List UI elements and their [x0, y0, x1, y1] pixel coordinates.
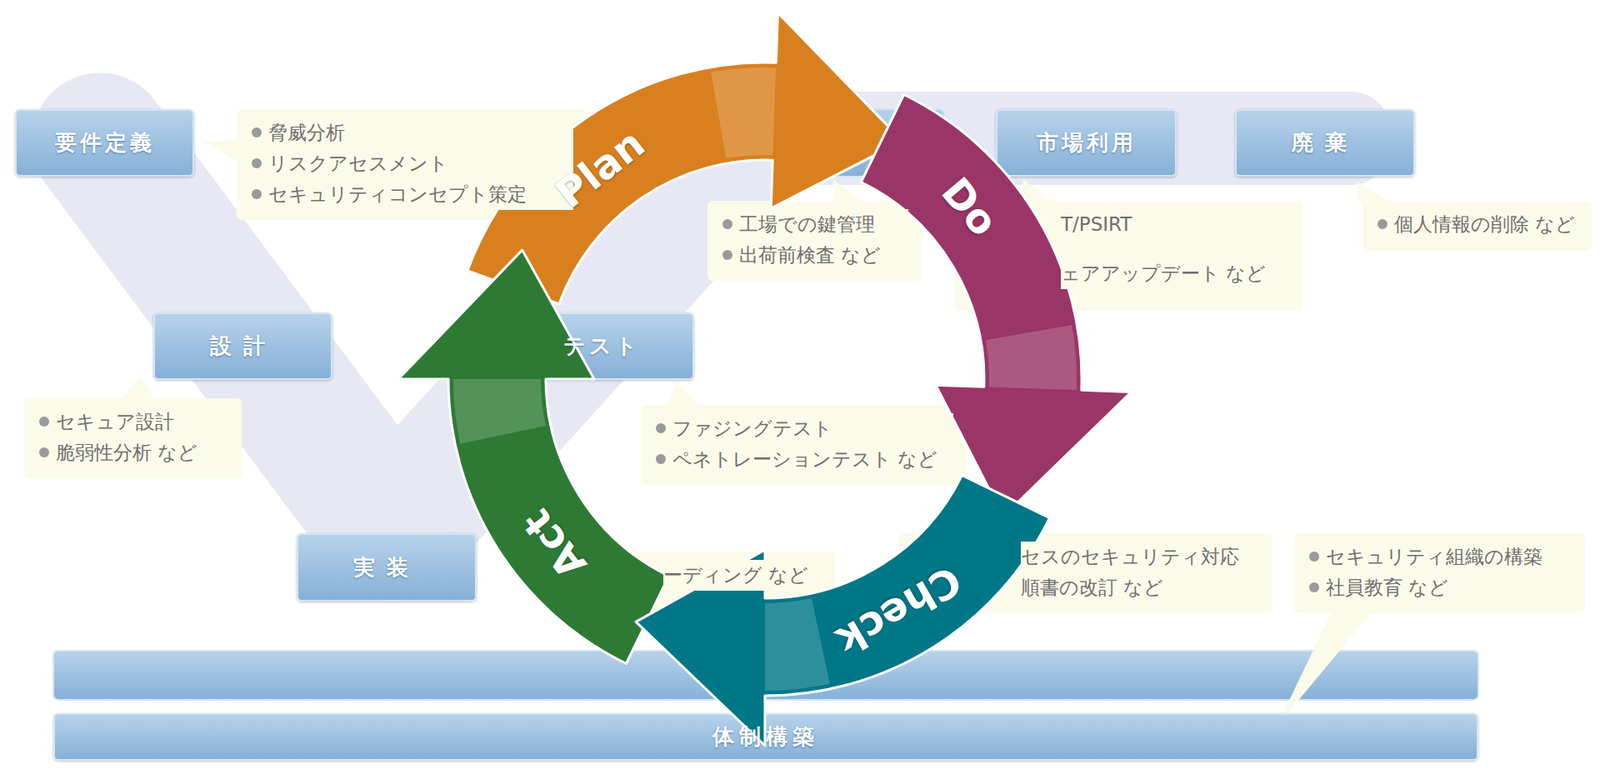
- callout-tail: [666, 381, 700, 407]
- arrow-body: [635, 475, 1050, 746]
- callout-text: 出荷前検査 など: [722, 240, 909, 271]
- phase-box: 設計: [153, 312, 333, 380]
- phase-box: 市場利用: [995, 109, 1177, 177]
- callout-text: 脆弱性分析 など: [39, 437, 229, 469]
- phase-box: 廃棄: [1235, 109, 1415, 177]
- arrow-shape: [395, 246, 673, 668]
- callout-text: ェアアップデート など: [1060, 258, 1290, 290]
- callout-text: 個人情報の削除 など: [1377, 209, 1579, 240]
- phase-label: 要件定義: [55, 128, 155, 158]
- callout-note: 個人情報の削除 など: [1362, 200, 1592, 251]
- callout-tail: [120, 376, 155, 400]
- arrow-shape: [632, 471, 1054, 750]
- callout-text: 工場での鍵管理: [722, 209, 909, 240]
- arrow-body: [860, 95, 1131, 518]
- phase-box: 要件定義: [15, 109, 195, 177]
- callout-note: ファジングテストペネトレーションテスト など: [640, 405, 967, 485]
- arrow-body: [398, 250, 670, 664]
- phase-label: 体制構築: [712, 722, 820, 752]
- callout-text: セキュリティコンセプト策定: [251, 179, 574, 210]
- callout-text: 社員教育 など: [1309, 572, 1572, 604]
- callout-tail: [1276, 608, 1375, 727]
- act-arrow: Act: [395, 246, 673, 668]
- arrow-highlight: [453, 379, 546, 445]
- callout-text: 脅威分析: [251, 117, 574, 149]
- arrow-highlight: [985, 325, 1077, 390]
- callout-text: 順書の改訂 など: [1020, 572, 1260, 604]
- phase-box: 実装: [296, 533, 477, 602]
- callout-text: セキュア設計: [39, 406, 229, 438]
- callout-text: セキュリティ組織の構築: [1309, 541, 1572, 573]
- arrow-body: [467, 12, 903, 305]
- arrow-highlight: [765, 598, 830, 691]
- phase-label: 廃棄: [1291, 128, 1359, 158]
- callout-text: ファジングテスト: [655, 413, 954, 445]
- callout-note: 脅威分析リスクアセスメントセキュリティコンセプト策定: [236, 109, 587, 220]
- callout-text: T/PSIRT: [1060, 209, 1290, 240]
- phase-label: 実装: [353, 553, 420, 583]
- callout-note: セキュア設計脆弱性分析 など: [24, 398, 242, 479]
- callout-text: ペネトレーションテスト など: [655, 444, 954, 475]
- phase-label: テスト: [563, 331, 641, 361]
- phase-label: 市場利用: [1036, 128, 1137, 158]
- arrow-highlight: [710, 67, 776, 159]
- callout-text: セスのセキュリティ対応: [1020, 541, 1260, 573]
- callout-text: ーディング など: [663, 560, 822, 591]
- callout-note: セキュリティ組織の構築社員教育 など: [1294, 533, 1585, 614]
- callout-tail: [1356, 181, 1390, 203]
- callout-text: リスクアセスメント: [251, 148, 574, 180]
- callout-note: 工場での鍵管理出荷前検査 など: [707, 200, 922, 281]
- check-arrow: Check: [632, 471, 1054, 750]
- phase-label: 設計: [210, 331, 277, 361]
